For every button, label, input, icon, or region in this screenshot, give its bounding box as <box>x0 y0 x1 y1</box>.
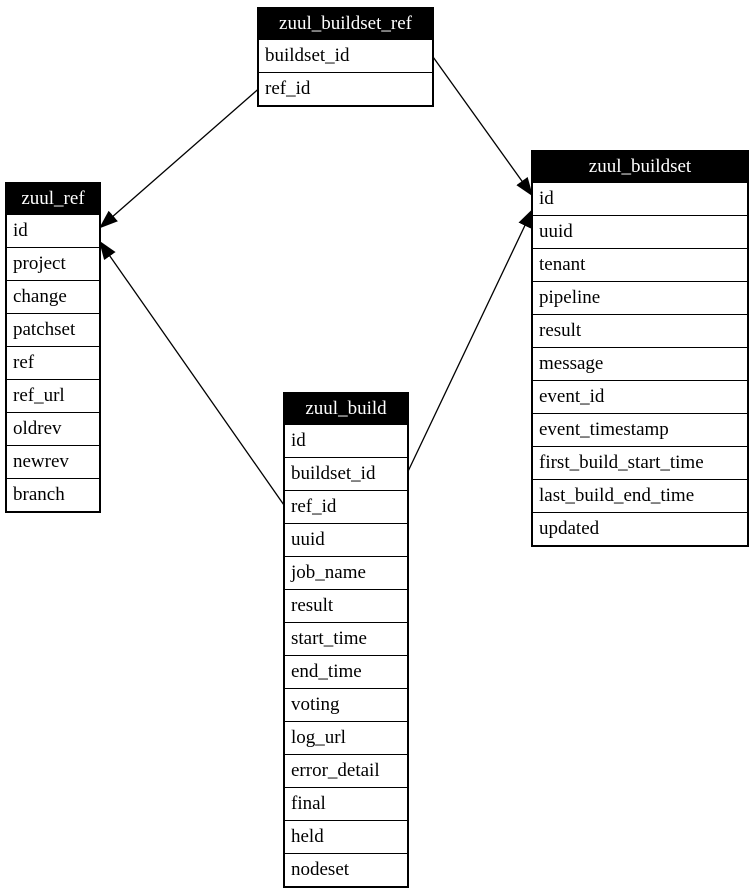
column-row: event_timestamp <box>533 413 747 446</box>
column-row: last_build_end_time <box>533 479 747 512</box>
relation-arrow <box>98 240 286 507</box>
column-row: nodeset <box>285 853 407 886</box>
column-row: ref_id <box>285 490 407 523</box>
column-row: result <box>533 314 747 347</box>
column-row: start_time <box>285 622 407 655</box>
column-row: ref <box>7 346 99 379</box>
column-row: voting <box>285 688 407 721</box>
column-row: job_name <box>285 556 407 589</box>
column-row: buildset_id <box>285 457 407 490</box>
column-row: log_url <box>285 721 407 754</box>
relation-arrow <box>406 208 534 474</box>
column-row: error_detail <box>285 754 407 787</box>
column-row: uuid <box>285 523 407 556</box>
column-row: buildset_id <box>259 39 432 72</box>
column-row: ref_url <box>7 379 99 412</box>
column-row: branch <box>7 478 99 511</box>
column-row: oldrev <box>7 412 99 445</box>
table-title: zuul_ref <box>7 184 99 214</box>
column-row: uuid <box>533 215 747 248</box>
column-row: newrev <box>7 445 99 478</box>
column-row: id <box>285 424 407 457</box>
column-row: end_time <box>285 655 407 688</box>
column-row: final <box>285 787 407 820</box>
column-row: held <box>285 820 407 853</box>
column-row: ref_id <box>259 72 432 105</box>
relation-arrow <box>431 55 534 197</box>
column-row: message <box>533 347 747 380</box>
column-row: project <box>7 247 99 280</box>
relation-arrow <box>98 88 260 229</box>
table-title: zuul_buildset <box>533 152 747 182</box>
column-row: id <box>7 214 99 247</box>
column-row: first_build_start_time <box>533 446 747 479</box>
column-row: id <box>533 182 747 215</box>
table-title: zuul_build <box>285 394 407 424</box>
table-title: zuul_buildset_ref <box>259 9 432 39</box>
column-row: updated <box>533 512 747 545</box>
column-row: patchset <box>7 313 99 346</box>
column-row: event_id <box>533 380 747 413</box>
column-row: change <box>7 280 99 313</box>
column-row: pipeline <box>533 281 747 314</box>
column-row: tenant <box>533 248 747 281</box>
column-row: result <box>285 589 407 622</box>
